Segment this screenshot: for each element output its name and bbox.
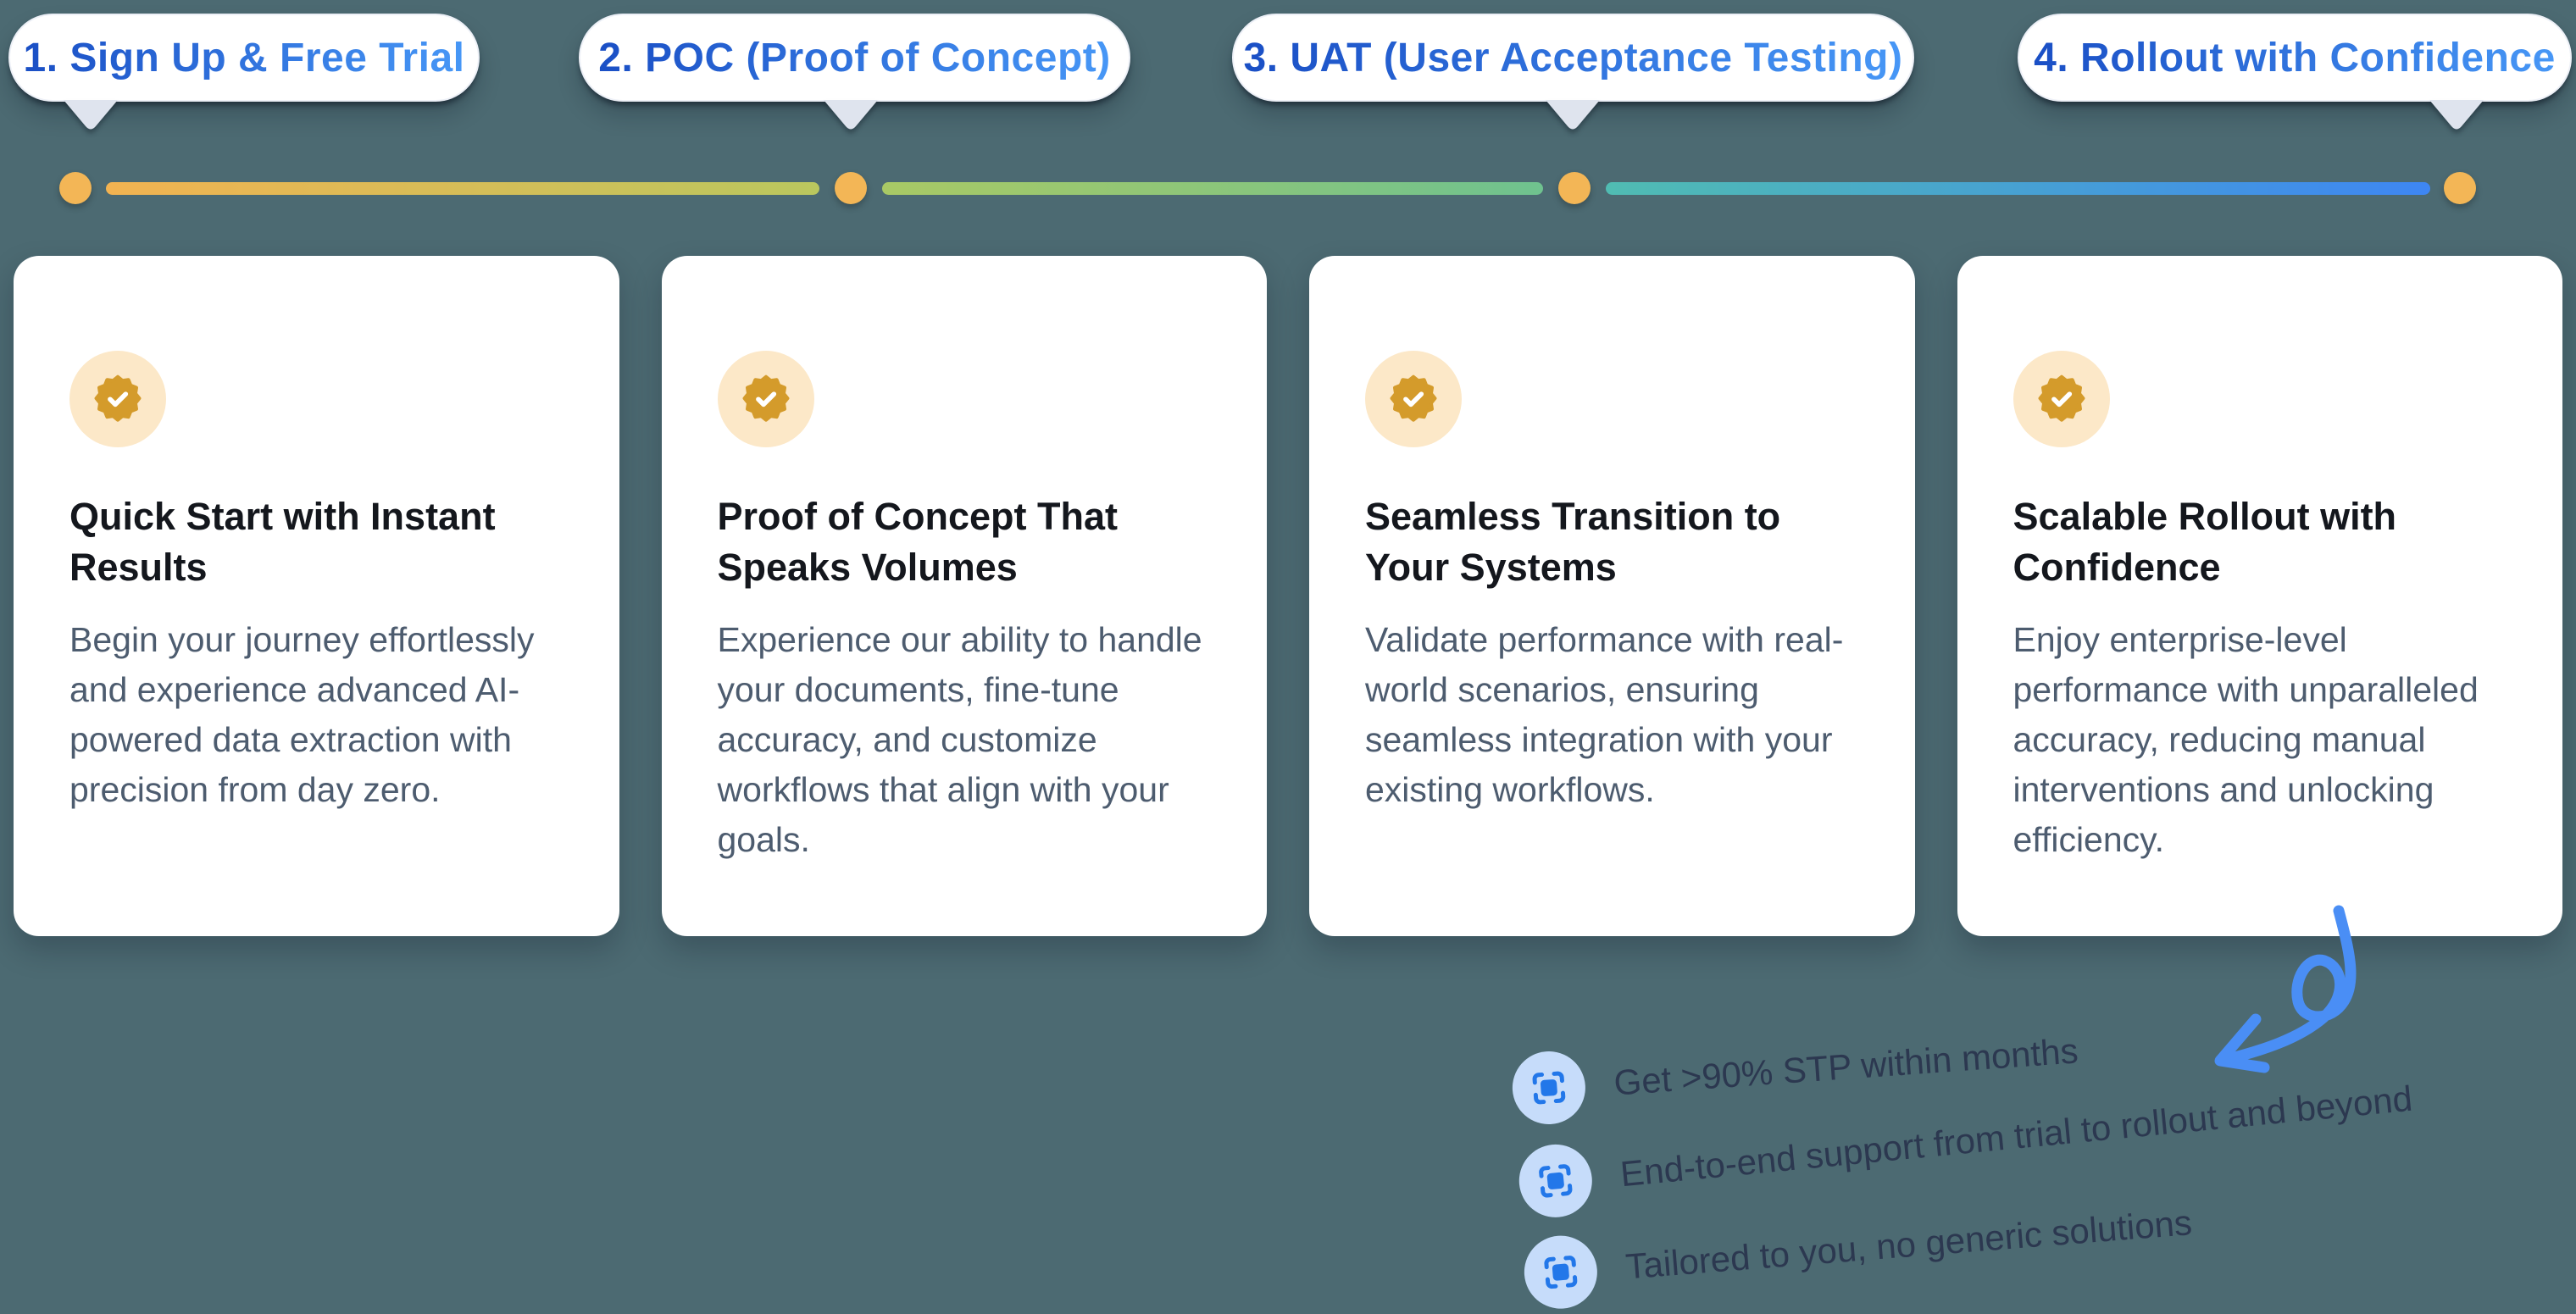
step-pill-4-label: 4. Rollout with Confidence — [2034, 35, 2556, 80]
step-card-2-title: Proof of Concept That Speaks Volumes — [717, 495, 1118, 589]
step-card-2-description: Experience our ability to handle your do… — [717, 620, 1202, 859]
timeline-node-2 — [835, 172, 867, 204]
step-card-2: Proof of Concept That Speaks Volumes Exp… — [661, 256, 1267, 936]
step-card-3: Seamless Transition to Your Systems Vali… — [1309, 256, 1915, 936]
step-card-1-title: Quick Start with Instant Results — [69, 495, 496, 589]
badge-circle — [69, 351, 166, 447]
highlight-item-3-text: Tailored to you, no generic solutions — [1624, 1202, 2194, 1287]
step-card-4-description: Enjoy enterprise-level performance with … — [2012, 620, 2479, 859]
step-pill-3-label: 3. UAT (User Acceptance Testing) — [1243, 35, 1903, 80]
step-pill-2-label: 2. POC (Proof of Concept) — [598, 35, 1111, 80]
timeline-node-4 — [2444, 172, 2476, 204]
scan-frame-icon — [1515, 1140, 1596, 1221]
step-pill-1: 1. Sign Up & Free Trial — [8, 14, 480, 102]
step-card-4-title: Scalable Rollout with Confidence — [2012, 495, 2397, 589]
scan-frame-icon — [1521, 1233, 1601, 1311]
hand-drawn-arrow-icon — [2214, 905, 2357, 1073]
step-card-3-title: Seamless Transition to Your Systems — [1365, 495, 1781, 589]
scan-frame-icon — [1510, 1049, 1588, 1127]
pill-pointer-4 — [2429, 100, 2484, 130]
highlight-item-1-text: Get >90% STP within months — [1613, 1030, 2079, 1103]
badge-circle — [1365, 351, 1462, 447]
badge-check-icon — [94, 374, 142, 422]
step-card-3-description: Validate performance with real-world sce… — [1365, 620, 1844, 809]
step-pill-4: 4. Rollout with Confidence — [2018, 14, 2572, 102]
timeline-segment-1 — [106, 182, 819, 195]
step-pill-2: 2. POC (Proof of Concept) — [579, 14, 1130, 102]
timeline-segment-2 — [882, 182, 1543, 195]
pill-pointer-1 — [64, 100, 118, 130]
highlight-item-3: Tailored to you, no generic solutions — [1521, 1186, 2195, 1311]
badge-check-icon — [2038, 374, 2085, 422]
badge-circle — [717, 351, 814, 447]
badge-check-icon — [1390, 374, 1437, 422]
timeline-node-3 — [1558, 172, 1591, 204]
pill-pointer-3 — [1546, 100, 1600, 130]
timeline-node-1 — [59, 172, 92, 204]
highlight-item-2: End-to-end support from trial to rollout… — [1515, 1062, 2416, 1221]
badge-check-icon — [742, 374, 789, 422]
step-pill-3: 3. UAT (User Acceptance Testing) — [1232, 14, 1914, 102]
timeline-segment-3 — [1606, 182, 2430, 195]
step-card-1: Quick Start with Instant Results Begin y… — [14, 256, 619, 936]
highlight-item-1: Get >90% STP within months — [1510, 1014, 2080, 1127]
badge-circle — [2012, 351, 2110, 447]
step-cards-row: Quick Start with Instant Results Begin y… — [14, 256, 2562, 936]
step-card-1-description: Begin your journey effortlessly and expe… — [69, 620, 535, 809]
step-card-4: Scalable Rollout with Confidence Enjoy e… — [1957, 256, 2562, 936]
pill-pointer-2 — [824, 100, 878, 130]
step-pill-1-label: 1. Sign Up & Free Trial — [23, 35, 465, 80]
